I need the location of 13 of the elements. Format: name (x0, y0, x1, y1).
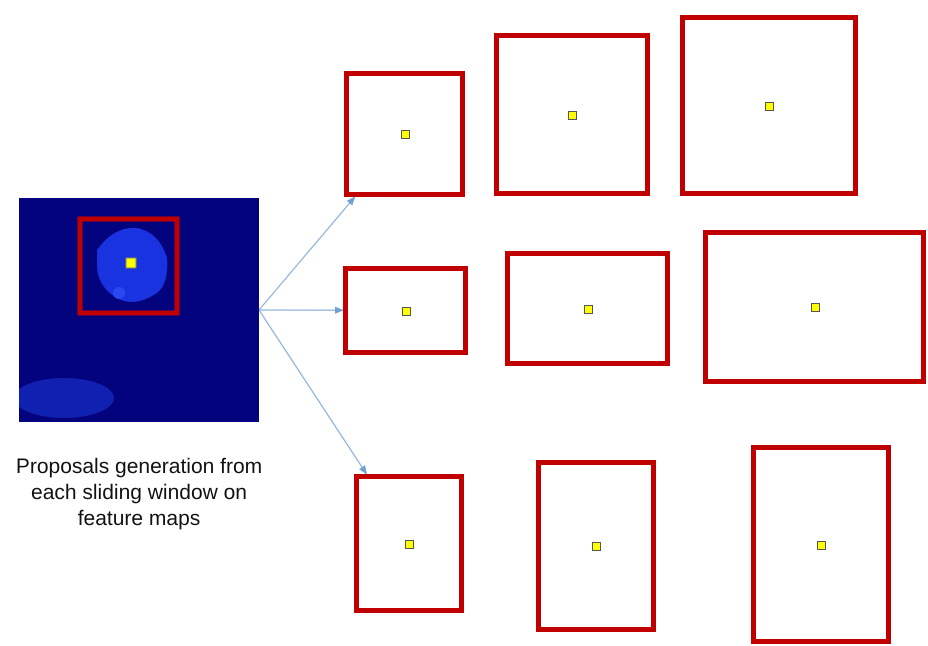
anchor-box (494, 33, 650, 196)
anchor-box (505, 251, 670, 366)
anchor-box (751, 445, 891, 644)
anchor-box (343, 266, 468, 355)
anchor-box (703, 230, 926, 384)
anchor-box (680, 15, 858, 196)
anchor-box (536, 460, 656, 632)
arrow (258, 310, 368, 475)
node-label: Proposals generation from each sliding window on feature maps (14, 454, 264, 532)
arrow (258, 196, 356, 310)
anchor-box (344, 71, 465, 197)
anchor-box (354, 474, 464, 613)
arrow (259, 306, 344, 314)
